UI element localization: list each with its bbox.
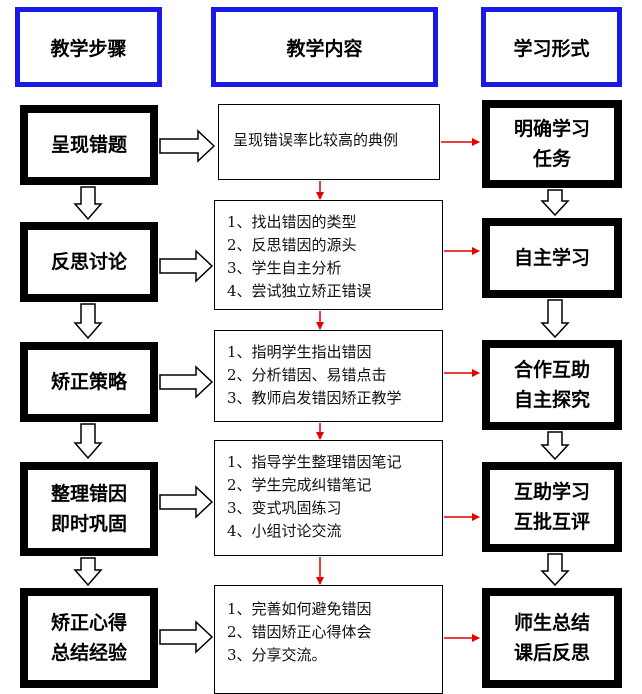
- form-label: 任务: [532, 148, 571, 170]
- content-box-3: 1、指明学生指出错因 2、分析错因、易错点击 3、教师启发错因矫正教学: [214, 330, 443, 422]
- content-line: 4、尝试独立矫正错误: [227, 282, 372, 300]
- header-content-label: 教学内容: [286, 37, 363, 60]
- right-hollow-arrow: [159, 620, 214, 654]
- step-label: 整理错因: [50, 483, 127, 505]
- header-steps: 教学步骤: [15, 7, 162, 87]
- content-box-4: 1、指导学生整理错因笔记 2、学生完成纠错笔记 3、变式巩固练习 4、小组讨论交…: [214, 440, 443, 556]
- content-line: 4、小组讨论交流: [227, 522, 342, 540]
- step-box-2: 反思讨论: [20, 222, 158, 302]
- down-hollow-arrow: [540, 189, 570, 217]
- form-label: 自主学习: [513, 247, 590, 269]
- content-line: 1、指明学生指出错因: [227, 343, 372, 361]
- down-hollow-arrow: [540, 299, 570, 339]
- content-line: 2、错因矫正心得体会: [227, 623, 372, 641]
- form-label: 互批互评: [513, 511, 590, 533]
- form-label: 师生总结: [513, 612, 590, 634]
- content-line: 1、找出错因的类型: [227, 213, 357, 231]
- right-hollow-arrow: [159, 249, 214, 283]
- form-label: 合作互助: [513, 359, 590, 381]
- step-label: 矫正策略: [50, 371, 127, 393]
- form-box-1: 明确学习 任务: [482, 100, 622, 188]
- form-label: 课后反思: [513, 642, 590, 664]
- step-label: 总结经验: [50, 642, 127, 664]
- step-label: 矫正心得: [50, 612, 127, 634]
- down-hollow-arrow: [540, 431, 570, 461]
- content-line: 1、指导学生整理错因笔记: [227, 453, 402, 471]
- down-hollow-arrow: [73, 303, 103, 340]
- content-line: 3、教师启发错因矫正教学: [227, 389, 402, 407]
- content-box-2: 1、找出错因的类型 2、反思错因的源头 3、学生自主分析 4、尝试独立矫正错误: [214, 200, 443, 310]
- content-box-5: 1、完善如何避免错因 2、错因矫正心得体会 3、分享交流。: [214, 585, 443, 694]
- form-box-2: 自主学习: [482, 218, 622, 298]
- header-form-label: 学习形式: [513, 37, 590, 60]
- step-box-1: 呈现错题: [20, 105, 158, 185]
- content-line: 3、分享交流。: [227, 646, 327, 664]
- form-label: 自主探究: [513, 389, 590, 411]
- down-hollow-arrow: [540, 553, 570, 587]
- step-box-3: 矫正策略: [20, 342, 158, 422]
- form-label: 互助学习: [513, 481, 590, 503]
- right-hollow-arrow: [159, 485, 214, 519]
- content-box-1: 呈现错误率比较高的典例: [218, 104, 440, 180]
- content-line: 呈现错误率比较高的典例: [233, 131, 399, 149]
- content-line: 3、变式巩固练习: [227, 499, 342, 517]
- down-hollow-arrow: [73, 557, 103, 587]
- form-box-4: 互助学习 互批互评: [482, 462, 622, 552]
- step-label: 呈现错题: [50, 134, 127, 156]
- header-form: 学习形式: [481, 7, 622, 87]
- content-line: 1、完善如何避免错因: [227, 600, 372, 618]
- form-label: 明确学习: [513, 118, 590, 140]
- step-box-5: 矫正心得 总结经验: [20, 588, 158, 688]
- form-box-3: 合作互助 自主探究: [482, 340, 622, 430]
- content-line: 2、反思错因的源头: [227, 236, 357, 254]
- form-box-5: 师生总结 课后反思: [482, 588, 622, 688]
- header-steps-label: 教学步骤: [50, 37, 127, 60]
- step-box-4: 整理错因 即时巩固: [20, 462, 158, 556]
- right-hollow-arrow: [159, 129, 216, 163]
- right-hollow-arrow: [159, 365, 214, 399]
- step-label: 反思讨论: [50, 251, 127, 273]
- down-hollow-arrow: [73, 186, 103, 221]
- content-line: 2、分析错因、易错点击: [227, 366, 387, 384]
- step-label: 即时巩固: [50, 513, 127, 535]
- header-content: 教学内容: [211, 7, 438, 87]
- down-hollow-arrow: [73, 423, 103, 460]
- content-line: 2、学生完成纠错笔记: [227, 476, 372, 494]
- content-line: 3、学生自主分析: [227, 259, 342, 277]
